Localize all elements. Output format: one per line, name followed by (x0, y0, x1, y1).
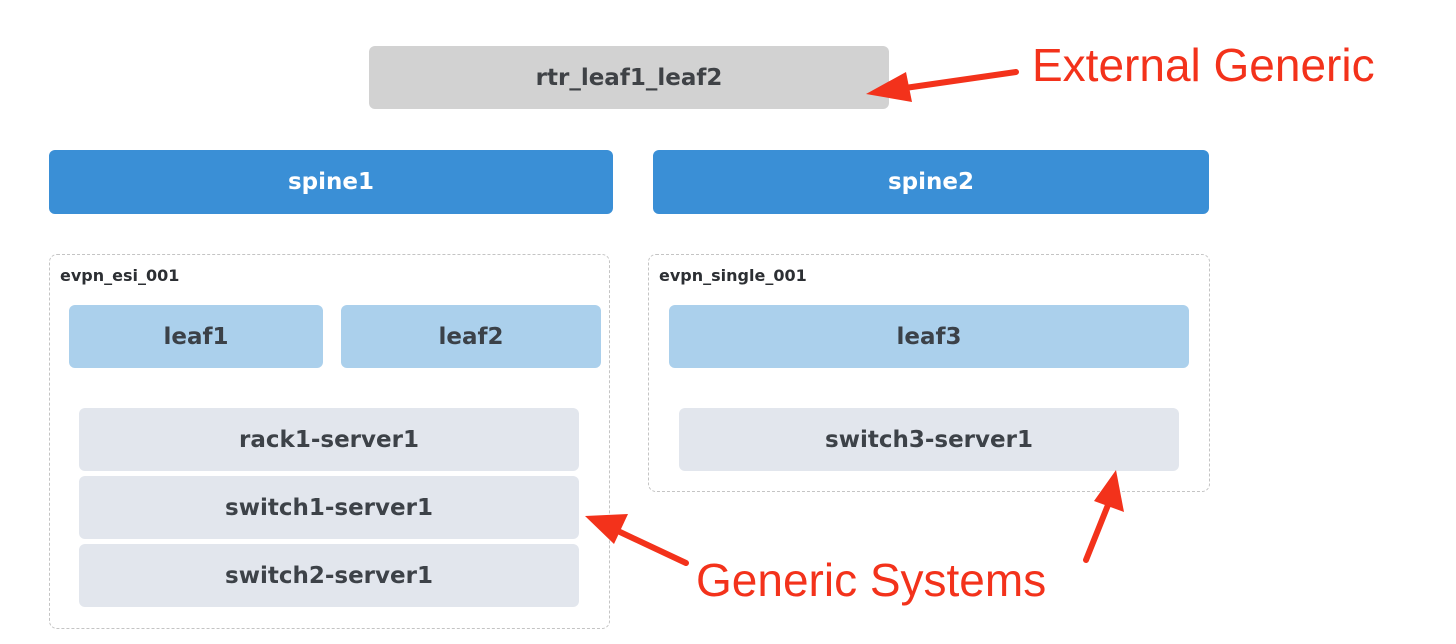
annotation-external-generic: External Generic (1032, 39, 1375, 91)
external-generic-node[interactable]: rtr_leaf1_leaf2 (369, 46, 889, 109)
rack-group-evpn-single: evpn_single_001 (648, 254, 1210, 492)
leaf-label: leaf2 (438, 323, 504, 350)
leaf-label: leaf3 (896, 323, 962, 350)
spine-label: spine2 (887, 169, 974, 195)
generic-system-label: switch3-server1 (825, 426, 1033, 453)
generic-system-rack1-server1[interactable]: rack1-server1 (79, 408, 579, 471)
spine-node-1[interactable]: spine1 (49, 150, 613, 214)
leaf-label: leaf1 (163, 323, 229, 350)
rack-group-label: evpn_esi_001 (60, 266, 180, 285)
leaf-node-3[interactable]: leaf3 (669, 305, 1189, 368)
generic-system-switch2-server1[interactable]: switch2-server1 (79, 544, 579, 607)
rack-group-evpn-esi: evpn_esi_001 (49, 254, 610, 629)
arrow-to-generic-system-left (585, 514, 689, 566)
generic-system-label: switch2-server1 (225, 562, 433, 589)
generic-system-switch3-server1[interactable]: switch3-server1 (679, 408, 1179, 471)
leaf-node-1[interactable]: leaf1 (69, 305, 323, 368)
spine-node-2[interactable]: spine2 (653, 150, 1209, 214)
external-generic-label: rtr_leaf1_leaf2 (535, 64, 723, 91)
leaf-node-2[interactable]: leaf2 (341, 305, 601, 368)
spine-label: spine1 (287, 169, 374, 195)
annotation-generic-systems: Generic Systems (696, 554, 1047, 606)
generic-system-label: switch1-server1 (225, 494, 433, 521)
arrow-to-generic-system-right (1083, 470, 1124, 563)
rack-group-label: evpn_single_001 (659, 266, 807, 285)
generic-system-label: rack1-server1 (239, 426, 419, 453)
arrow-to-external-generic (866, 69, 1019, 102)
generic-system-switch1-server1[interactable]: switch1-server1 (79, 476, 579, 539)
